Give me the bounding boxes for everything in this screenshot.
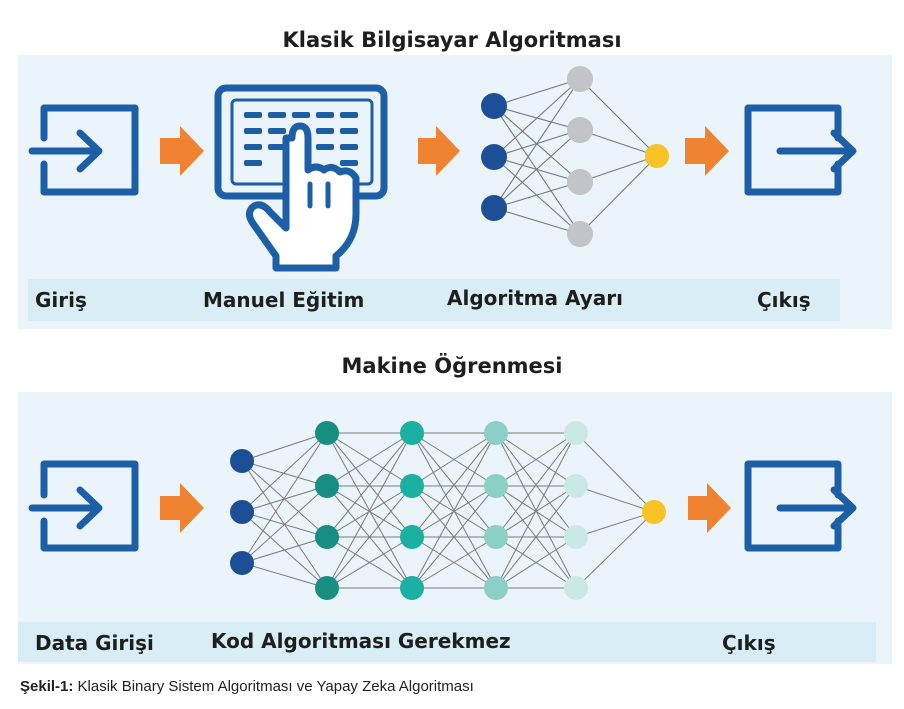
network-node (315, 576, 339, 600)
label-cikis-ml: Çıkış (722, 631, 776, 655)
network-edge (495, 432, 577, 589)
network-node (400, 525, 424, 549)
network-node (564, 525, 588, 549)
network-edge (241, 536, 328, 564)
network-edge (241, 485, 328, 513)
network-edge (411, 485, 497, 589)
label-giris: Giriş (35, 288, 87, 312)
network-node (481, 93, 507, 119)
network-node (642, 500, 666, 524)
network-node (564, 474, 588, 498)
orange-arrow-icon (160, 126, 204, 176)
network-node (564, 576, 588, 600)
orange-arrow-icon (418, 126, 460, 176)
network-node (230, 449, 254, 473)
classic-network-nodes (481, 66, 669, 247)
network-node (567, 169, 593, 195)
touch-keyboard-icon (214, 84, 388, 272)
network-edge (575, 511, 655, 538)
orange-arrow-icon (160, 483, 204, 533)
network-edge (241, 485, 328, 564)
network-node (230, 500, 254, 524)
network-edge (241, 562, 328, 589)
network-edge (575, 511, 655, 589)
network-node (230, 551, 254, 575)
network-edge (495, 432, 577, 538)
network-node (315, 421, 339, 445)
network-edge (326, 536, 413, 589)
network-node (315, 525, 339, 549)
network-node (645, 144, 669, 168)
network-node (484, 474, 508, 498)
network-edge (575, 432, 655, 513)
network-node (484, 576, 508, 600)
network-edge (241, 432, 328, 513)
logout-icon (744, 460, 857, 552)
caption-text: Klasik Binary Sistem Algoritması ve Yapa… (73, 678, 474, 695)
network-edge (495, 485, 577, 589)
classic-label-strip (28, 279, 840, 321)
login-icon (28, 104, 139, 196)
label-data-girisi: Data Girişi (35, 631, 154, 655)
label-manuel-egitim: Manuel Eğitim (203, 288, 365, 312)
network-edge (326, 432, 413, 589)
network-edge (241, 432, 328, 462)
figure-caption: Şekil-1: Klasik Binary Sistem Algoritmas… (20, 678, 474, 695)
network-edge (241, 432, 328, 564)
network-edge (411, 432, 497, 538)
label-kod-algoritmasi: Kod Algoritması Gerekmez (211, 629, 511, 653)
network-edge (241, 460, 328, 487)
orange-arrow-icon (688, 483, 731, 533)
network-edge (326, 432, 413, 538)
orange-arrow-icon (685, 126, 729, 176)
network-node (481, 144, 507, 170)
network-edge (326, 485, 413, 589)
network-node (484, 525, 508, 549)
network-node (567, 221, 593, 247)
network-node (564, 421, 588, 445)
network-node (567, 117, 593, 143)
classic-network-edges (493, 78, 658, 235)
network-edge (411, 432, 497, 487)
ml-network-edges (241, 432, 655, 589)
network-edge (575, 485, 655, 513)
classic-title: Klasik Bilgisayar Algoritması (282, 28, 622, 52)
login-icon (28, 460, 139, 552)
network-edge (411, 432, 497, 589)
network-node (484, 421, 508, 445)
network-node (481, 195, 507, 221)
label-cikis-classic: Çıkış (757, 288, 811, 312)
network-node (400, 421, 424, 445)
network-node (400, 474, 424, 498)
network-node (567, 66, 593, 92)
label-algoritma-ayari: Algoritma Ayarı (447, 286, 623, 310)
logout-icon (744, 104, 857, 196)
ml-title: Makine Öğrenmesi (341, 354, 563, 378)
ml-network-nodes (230, 421, 666, 600)
network-edge (326, 432, 413, 487)
caption-prefix: Şekil-1: (20, 678, 74, 695)
network-node (315, 474, 339, 498)
network-edge (495, 432, 577, 487)
network-edge (495, 536, 577, 589)
network-node (400, 576, 424, 600)
ml-label-strip (18, 622, 876, 662)
network-edge (411, 536, 497, 589)
